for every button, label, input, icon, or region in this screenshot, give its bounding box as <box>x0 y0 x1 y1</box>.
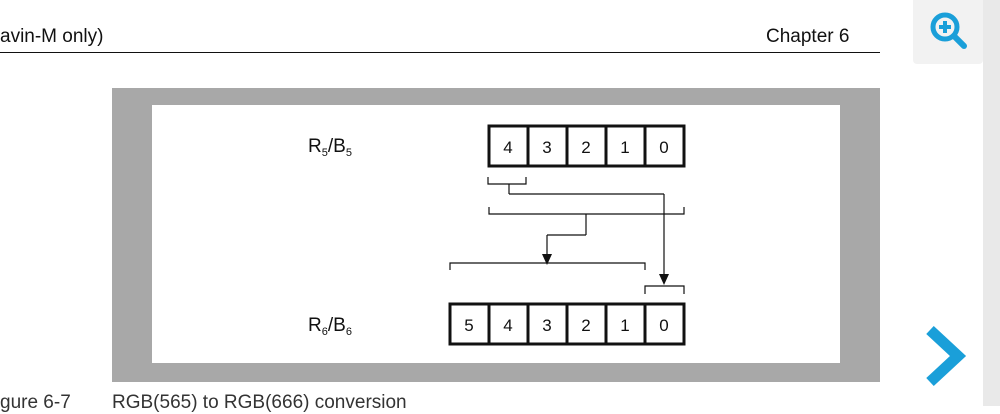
bottom-register-label: R6/B6 <box>308 315 352 338</box>
top-register-label: R5/B5 <box>308 136 352 159</box>
top-register <box>487 124 686 168</box>
bottom-bit-0: 0 <box>659 316 668 335</box>
figure-title: RGB(565) to RGB(666) conversion <box>112 392 407 413</box>
header-rule <box>0 52 880 53</box>
figure-number: gure 6-7 <box>0 392 71 413</box>
bottom-bit-1: 1 <box>620 316 629 335</box>
zoom-panel[interactable] <box>913 0 983 64</box>
bottom-bit-4: 4 <box>503 316 512 335</box>
document-header-right: Chapter 6 <box>766 26 850 47</box>
chevron-right-icon[interactable] <box>918 322 972 390</box>
bottom-bit-3: 3 <box>542 316 551 335</box>
bottom-bit-2: 2 <box>581 316 590 335</box>
top-bit-0: 0 <box>659 138 668 157</box>
bottom-register <box>448 302 686 346</box>
figure-frame: 4 3 2 1 0 5 4 3 2 1 0 R5/B5 R6/B6 <box>112 88 880 382</box>
top-bit-3: 3 <box>542 138 551 157</box>
scrollbar-track[interactable] <box>983 0 1000 406</box>
conversion-diagram: 4 3 2 1 0 5 4 3 2 1 0 <box>448 124 686 346</box>
bottom-bit-5: 5 <box>464 316 473 335</box>
arrow-heads <box>542 254 669 285</box>
document-header-left: avin-M only) <box>0 26 104 47</box>
bit-mapping-lines <box>449 177 685 294</box>
top-bit-1: 1 <box>620 138 629 157</box>
top-bit-4: 4 <box>503 138 512 157</box>
figure-canvas: 4 3 2 1 0 5 4 3 2 1 0 R5/B5 R6/B6 <box>152 105 840 363</box>
figure-caption: gure 6-7 RGB(565) to RGB(666) conversion <box>0 392 407 414</box>
zoom-in-icon[interactable] <box>930 12 968 50</box>
top-bit-2: 2 <box>581 138 590 157</box>
